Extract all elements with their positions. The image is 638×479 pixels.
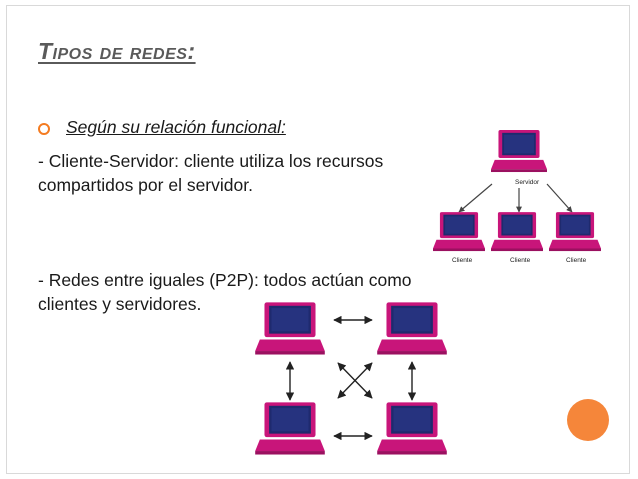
p2p-arrow-diagonal-2 [337, 362, 373, 399]
peer-laptop-icon [377, 402, 447, 455]
client-laptop-icon [491, 212, 543, 252]
decorative-orange-circle [567, 399, 609, 441]
peer-laptop-icon [255, 302, 325, 355]
p2p-line-2: clientes y servidores. [38, 294, 202, 314]
client-label: Cliente [452, 257, 473, 264]
peer-laptop-icon [377, 302, 447, 355]
link-arrow-right [546, 183, 573, 213]
client-server-line-1: - Cliente-Servidor: cliente utiliza los … [38, 151, 384, 171]
client-server-line-2: compartidos por el servidor. [38, 175, 253, 195]
server-laptop-icon [491, 130, 547, 173]
bullet-item: Según su relación funcional: [38, 117, 286, 138]
client-laptop-icon [549, 212, 601, 252]
p2p-description: - Redes entre iguales (P2P): todos actúa… [38, 268, 412, 316]
slide-title: Tipos de redes: [38, 38, 196, 64]
server-label: Servidor [515, 179, 540, 186]
bullet-circle-icon [38, 122, 50, 135]
bullet-text: Según su relación funcional: [66, 117, 286, 137]
client-label: Cliente [566, 257, 587, 264]
client-server-description: - Cliente-Servidor: cliente utiliza los … [38, 149, 383, 197]
client-server-diagram: Servidor Cliente Cliente Cliente [433, 130, 601, 264]
client-label: Cliente [510, 257, 531, 264]
slide-frame [6, 5, 630, 474]
client-laptop-icon [433, 212, 485, 252]
link-arrow-left [458, 183, 493, 213]
p2p-line-1: - Redes entre iguales (P2P): todos actúa… [38, 270, 412, 290]
peer-laptop-icon [255, 402, 325, 455]
p2p-diagram [255, 302, 447, 455]
